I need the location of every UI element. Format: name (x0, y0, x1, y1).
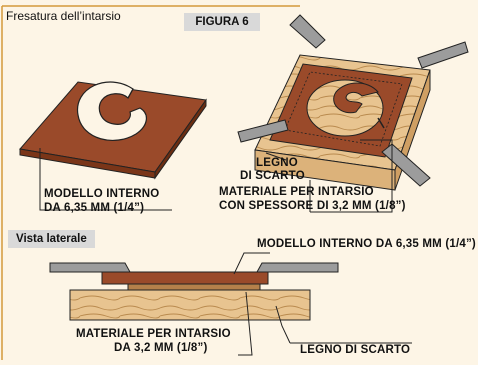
figure-tag: FIGURA 6 (184, 13, 260, 31)
label-waste-side: LEGNO DI SCARTO (300, 344, 411, 356)
leader-template-top (39, 148, 172, 211)
leader-inlay-top (309, 139, 393, 213)
label-waste-top-line2: DI SCARTO (240, 170, 305, 182)
label-inlay-side-line1: MATERIALE PER INTARSIO (76, 328, 231, 340)
leader-waste-side (275, 305, 291, 344)
label-waste-top-line1: LEGNO (256, 157, 298, 169)
diagram-title: Fresatura dell’intarsio (6, 9, 121, 23)
leader-waste-top (265, 152, 287, 161)
label-template-top-line1: MODELLO INTERNO (44, 188, 160, 200)
label-inlay-side-line2: DA 3,2 MM (1/8”) (114, 342, 208, 354)
label-inlay-top-line2: CON SPESSORE DI 3,2 MM (1/8”) (219, 200, 406, 212)
side-view-illustration (49, 262, 339, 321)
template-plate-illustration (19, 81, 207, 180)
label-inlay-top-line1: MATERIALE PER INTARSIO (219, 186, 374, 198)
label-template-side: MODELLO INTERNO DA 6,35 MM (1/4”) (257, 238, 476, 250)
label-template-top-line2: DA 6,35 MM (1/4”) (44, 202, 145, 214)
leader-inlay-side (238, 291, 253, 356)
assembly-illustration (237, 14, 469, 191)
leader-template-side (233, 252, 270, 275)
side-view-tag: Vista laterale (8, 230, 95, 248)
